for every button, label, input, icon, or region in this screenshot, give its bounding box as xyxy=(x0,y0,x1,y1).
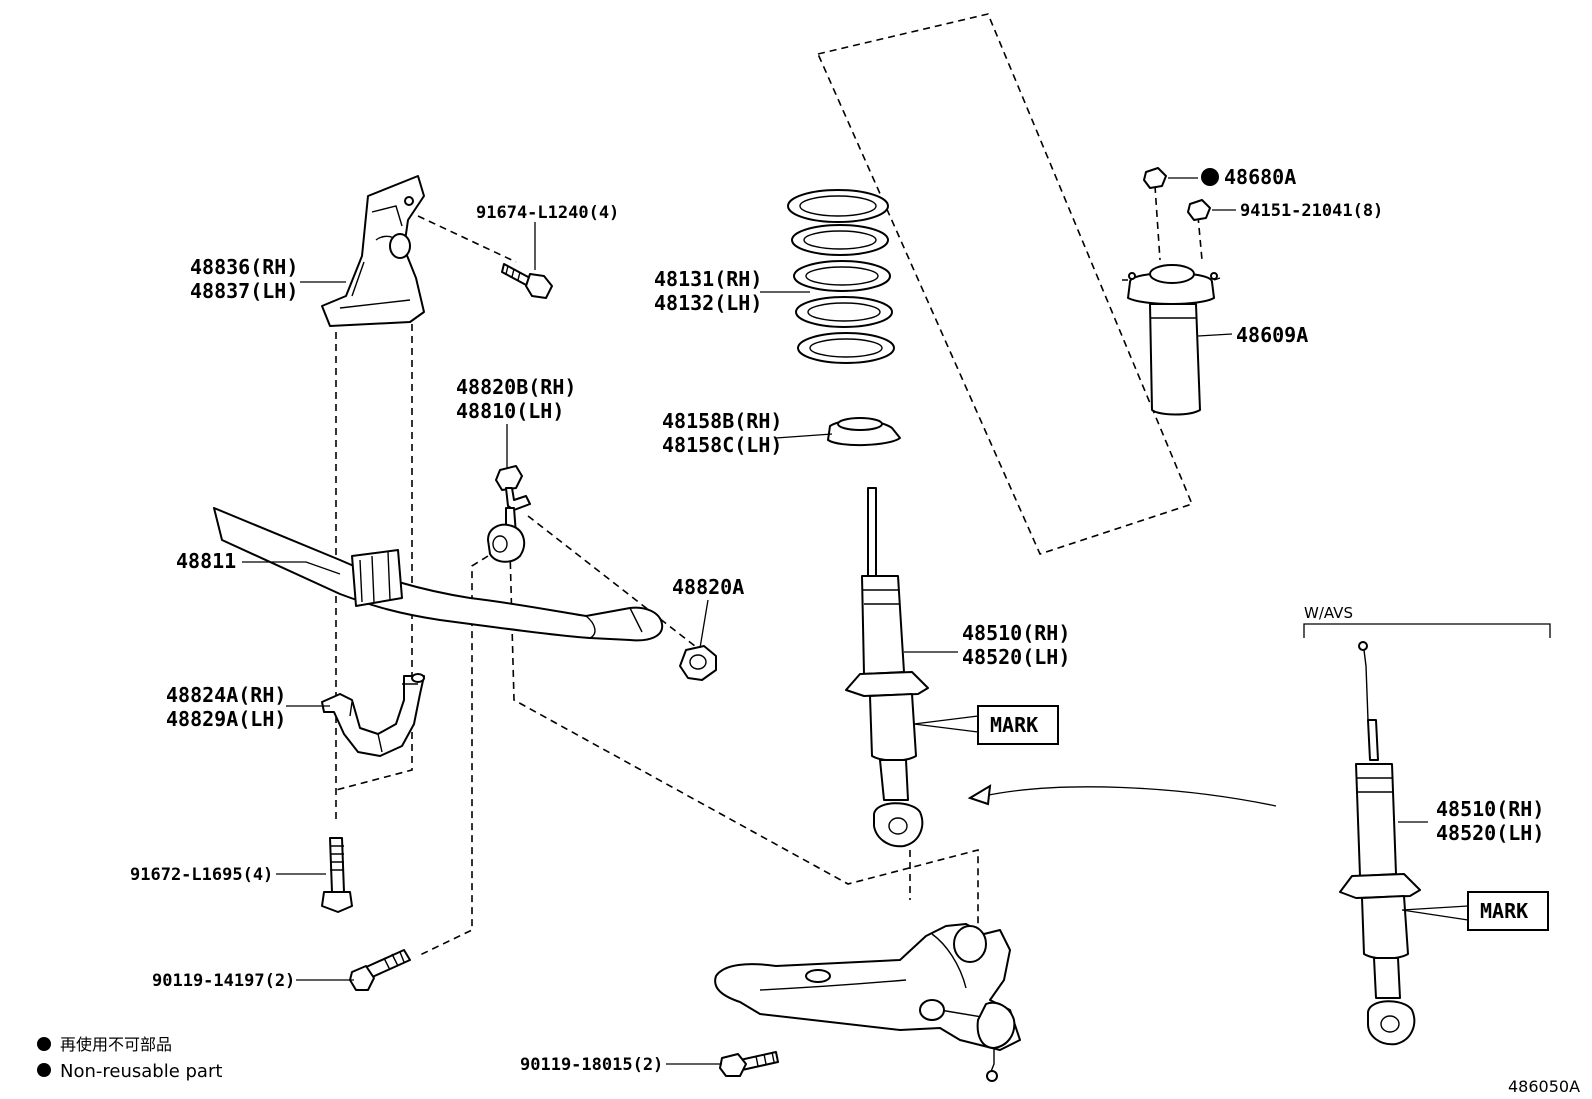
legend-line-2: Non-reusable part xyxy=(60,1061,222,1082)
label-48510-wavs: 48510(RH) xyxy=(1436,797,1544,821)
label-48824a: 48824A(RH) xyxy=(166,683,286,707)
wavs-bracket xyxy=(1303,623,1551,638)
legend-dot-icon xyxy=(37,1063,51,1077)
nut-48820a xyxy=(679,645,717,681)
assembly-dashed-lines xyxy=(335,13,1203,960)
label-91672: 91672-L1695(4) xyxy=(130,865,273,885)
shock-absorber-wavs xyxy=(1339,641,1421,1046)
diagram-id: 486050A xyxy=(1508,1077,1580,1096)
label-48158c: 48158C(LH) xyxy=(662,433,782,457)
label-48837: 48837(LH) xyxy=(190,279,298,303)
support-48609a xyxy=(1122,264,1221,416)
legend-dot-icon xyxy=(37,1037,51,1051)
label-48811: 48811 xyxy=(176,549,236,573)
label-48820a: 48820A xyxy=(672,575,744,599)
stabilizer-bar xyxy=(213,507,664,642)
legend: 再使用不可部品 Non-reusable part xyxy=(37,1035,222,1082)
bolt-90119a xyxy=(349,949,411,991)
label-94151: 94151-21041(8) xyxy=(1240,201,1383,221)
label-90119b: 90119-18015(2) xyxy=(520,1055,663,1075)
stabilizer-link xyxy=(487,465,531,563)
label-48829a: 48829A(LH) xyxy=(166,707,286,731)
label-48680a: 48680A xyxy=(1224,165,1296,189)
nut-48680a xyxy=(1143,167,1167,189)
mark-box-main xyxy=(913,705,1059,745)
label-48131: 48131(RH) xyxy=(654,267,762,291)
label-mark: MARK xyxy=(990,713,1038,737)
label-48510: 48510(RH) xyxy=(962,621,1070,645)
bolt-91672 xyxy=(321,837,353,913)
label-48820b: 48820B(RH) xyxy=(456,375,576,399)
spring-seat xyxy=(827,417,901,447)
label-48810: 48810(LH) xyxy=(456,399,564,423)
label-48520-wavs: 48520(LH) xyxy=(1436,821,1544,845)
mark-box-wavs xyxy=(1401,891,1549,931)
nut-94151 xyxy=(1187,199,1211,221)
label-wavs: W/AVS xyxy=(1304,604,1353,622)
shock-absorber-main xyxy=(845,487,929,848)
bracket-48824a xyxy=(321,673,425,757)
bolt-91674 xyxy=(501,263,553,299)
label-48609a: 48609A xyxy=(1236,323,1308,347)
legend-line-1: 再使用不可部品 xyxy=(60,1035,172,1054)
bolt-90119b xyxy=(719,1051,779,1077)
label-48520: 48520(LH) xyxy=(962,645,1070,669)
non-reusable-dot-icon xyxy=(1201,168,1219,186)
arrow-wavs xyxy=(967,784,1277,807)
coil-spring xyxy=(787,189,895,364)
label-mark-wavs: MARK xyxy=(1480,899,1528,923)
bracket-48836 xyxy=(321,175,425,327)
label-48158b: 48158B(RH) xyxy=(662,409,782,433)
label-48836: 48836(RH) xyxy=(190,255,298,279)
label-48132: 48132(LH) xyxy=(654,291,762,315)
label-90119a: 90119-14197(2) xyxy=(152,971,295,991)
label-91674: 91674-L1240(4) xyxy=(476,203,619,223)
leader-lines xyxy=(242,177,1428,1065)
lower-arm xyxy=(714,923,1021,1082)
part-labels: 91674-L1240(4) 48836(RH) 48837(LH) 48131… xyxy=(130,165,1580,1096)
